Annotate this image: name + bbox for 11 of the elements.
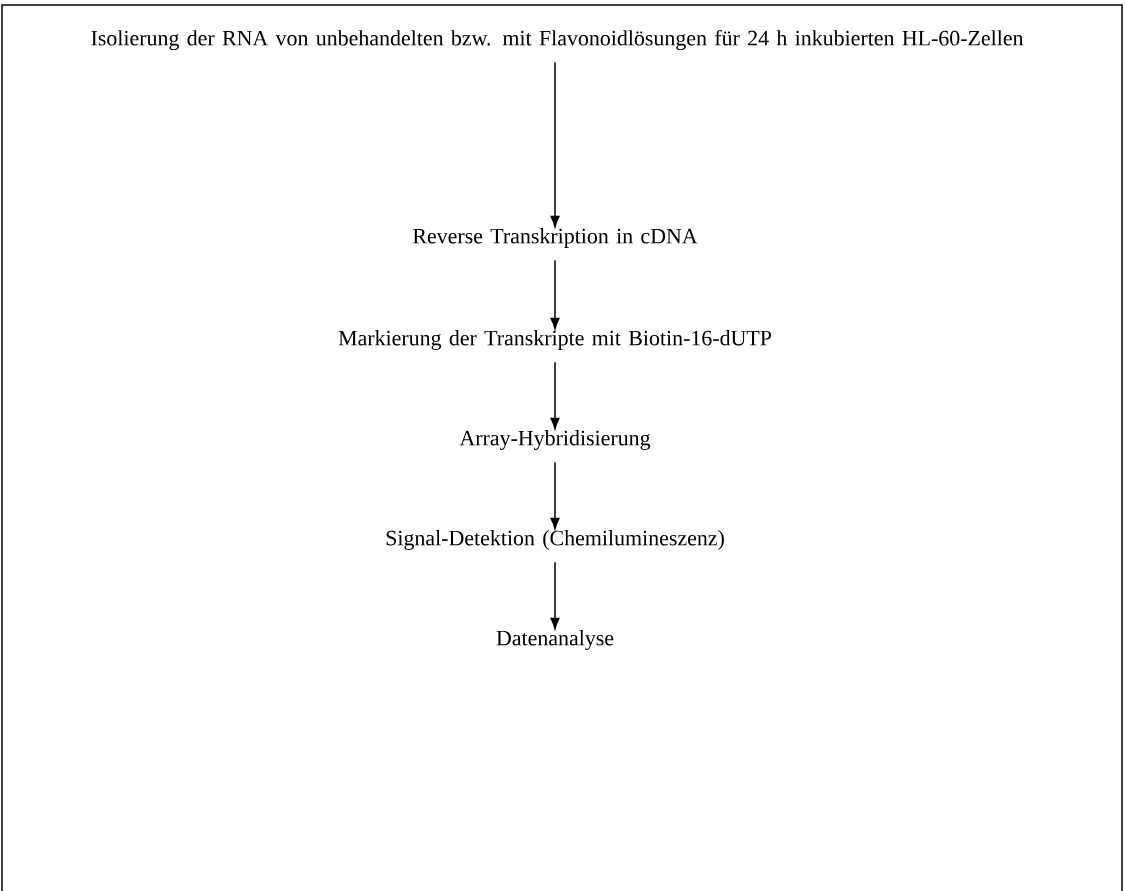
- arrow: [550, 317, 560, 330]
- step-text: Signal-Detektion (Chemilumineszenz): [386, 530, 724, 550]
- arrow: [550, 617, 560, 630]
- step-text: Array-Hybridisierung: [459, 430, 651, 450]
- arrow: [550, 215, 560, 228]
- arrow: [550, 417, 560, 430]
- step-text: Markierung der Transkripte mit Biotin-16-dUTP: [338, 330, 772, 350]
- step-text: Reverse Transkription in cDNA: [412, 228, 698, 248]
- step-text: Isolierung der RNA von unbehandelten bzw. mit Flavonoidlösungen für 24 h inkubierten HL-60-Zellen: [91, 29, 1024, 51]
- arrow: [550, 517, 560, 530]
- step-text: Datenanalyse: [496, 630, 614, 650]
